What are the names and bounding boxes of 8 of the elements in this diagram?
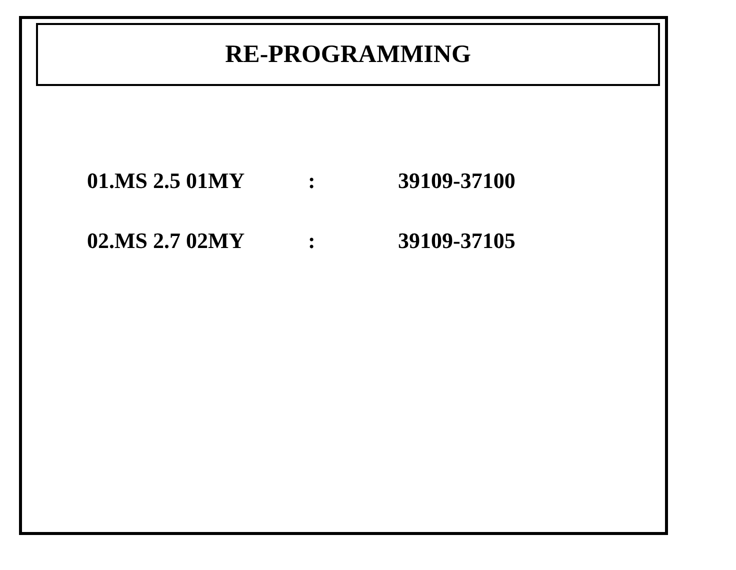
separator-colon: :: [308, 228, 316, 254]
ecu-version-label: 01.MS 2.5 01MY: [87, 168, 245, 194]
separator-colon: :: [308, 168, 316, 194]
title-box: RE-PROGRAMMING: [36, 23, 660, 86]
screen-frame: [19, 16, 668, 535]
part-number: 39109-37105: [398, 228, 516, 254]
part-number: 39109-37100: [398, 168, 516, 194]
ecu-version-label: 02.MS 2.7 02MY: [87, 228, 245, 254]
